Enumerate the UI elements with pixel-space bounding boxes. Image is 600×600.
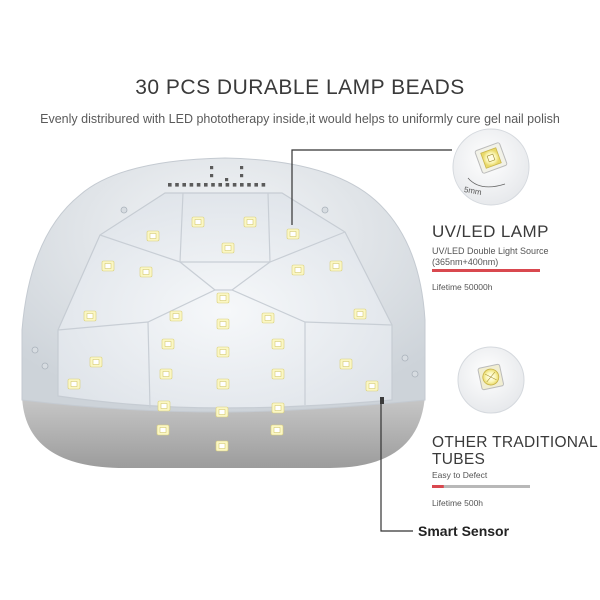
vent-dot — [218, 183, 222, 187]
lamp-bead — [157, 400, 171, 412]
tubes-title: OTHER TRADITIONAL TUBES — [432, 434, 600, 468]
lamp-base — [22, 395, 425, 469]
vent-dot — [210, 174, 214, 178]
tubes-title-line1: OTHER TRADITIONAL — [432, 434, 598, 451]
lamp-bead — [146, 230, 160, 242]
lamp-bead — [271, 368, 285, 380]
vent-dot — [182, 183, 186, 187]
uv-led-description: UV/LED Double Light Source (365nm+400nm) — [432, 246, 549, 268]
lamp-bead — [159, 368, 173, 380]
lamp-bead — [353, 308, 367, 320]
lamp-bead — [169, 310, 183, 322]
lamp-bead — [291, 264, 305, 276]
uv-led-bead-closeup — [452, 128, 530, 206]
vent-dot — [189, 183, 194, 187]
lamp-bead — [83, 310, 97, 322]
vent-dot — [175, 183, 179, 187]
tubes-description: Easy to Defect — [432, 470, 488, 480]
lamp-bead — [216, 318, 230, 330]
vent-dots — [168, 166, 266, 187]
traditional-tube-closeup — [457, 346, 525, 414]
lamp-bead — [89, 356, 103, 368]
uv-led-lifetime: Lifetime 50000h — [432, 282, 493, 292]
vent-dot — [225, 183, 230, 187]
facet-lines — [57, 192, 393, 409]
uv-led-desc-line1: UV/LED Double Light Source — [432, 246, 549, 256]
tube-lifetime-bar-track — [432, 485, 530, 488]
lamp-bead — [270, 424, 284, 436]
lamp-bead — [221, 242, 235, 254]
vent-dot — [261, 183, 266, 187]
lamp-bead — [271, 402, 285, 414]
vent-dot — [225, 178, 229, 182]
lamp-bead — [161, 338, 175, 350]
lamp-bead — [215, 440, 229, 452]
tubes-title-line2: TUBES — [432, 451, 486, 468]
lamp-beads — [67, 216, 379, 452]
vent-dot — [210, 166, 214, 170]
smart-sensor-marker — [380, 397, 384, 404]
lamp-bead — [261, 312, 275, 324]
lamp-bead — [216, 292, 230, 304]
vent-dot — [204, 183, 208, 187]
lamp-bead — [156, 424, 170, 436]
lamp-bead — [365, 380, 379, 392]
lamp-bead — [191, 216, 205, 228]
vent-dot — [247, 183, 251, 187]
lamp-bead — [286, 228, 300, 240]
lamp-bead — [216, 378, 230, 390]
vent-dot — [196, 183, 201, 187]
vent-dot — [240, 174, 244, 178]
callout-lines — [291, 149, 452, 532]
page-title: 30 PCS DURABLE LAMP BEADS — [135, 76, 465, 99]
vent-dot — [232, 183, 237, 187]
tubes-lifetime: Lifetime 500h — [432, 498, 484, 508]
lamp-bead — [243, 216, 257, 228]
lamp-bead — [271, 338, 285, 350]
vent-dot — [240, 183, 244, 187]
vent-dot — [254, 183, 258, 187]
lamp-bead — [216, 346, 230, 358]
bead-size-label: 5mm — [463, 185, 482, 197]
uv-lifetime-bar — [432, 269, 540, 272]
lamp-bead — [339, 358, 353, 370]
smart-sensor-label: Smart Sensor — [418, 523, 510, 539]
lamp-bead — [67, 378, 81, 390]
lamp-bead — [215, 406, 229, 418]
vent-dot — [240, 166, 244, 170]
tube-lifetime-bar — [432, 485, 444, 488]
page-subtitle: Evenly distribured with LED phototherapy… — [40, 112, 560, 126]
screws — [31, 206, 419, 378]
uv-led-desc-line2: (365nm+400nm) — [432, 257, 499, 267]
lamp-bead — [101, 260, 115, 272]
lamp-bead — [329, 260, 343, 272]
vent-dot — [211, 183, 215, 187]
lamp-bead — [139, 266, 153, 278]
vent-dot — [168, 183, 172, 187]
uv-led-title: UV/LED LAMP — [432, 222, 549, 241]
